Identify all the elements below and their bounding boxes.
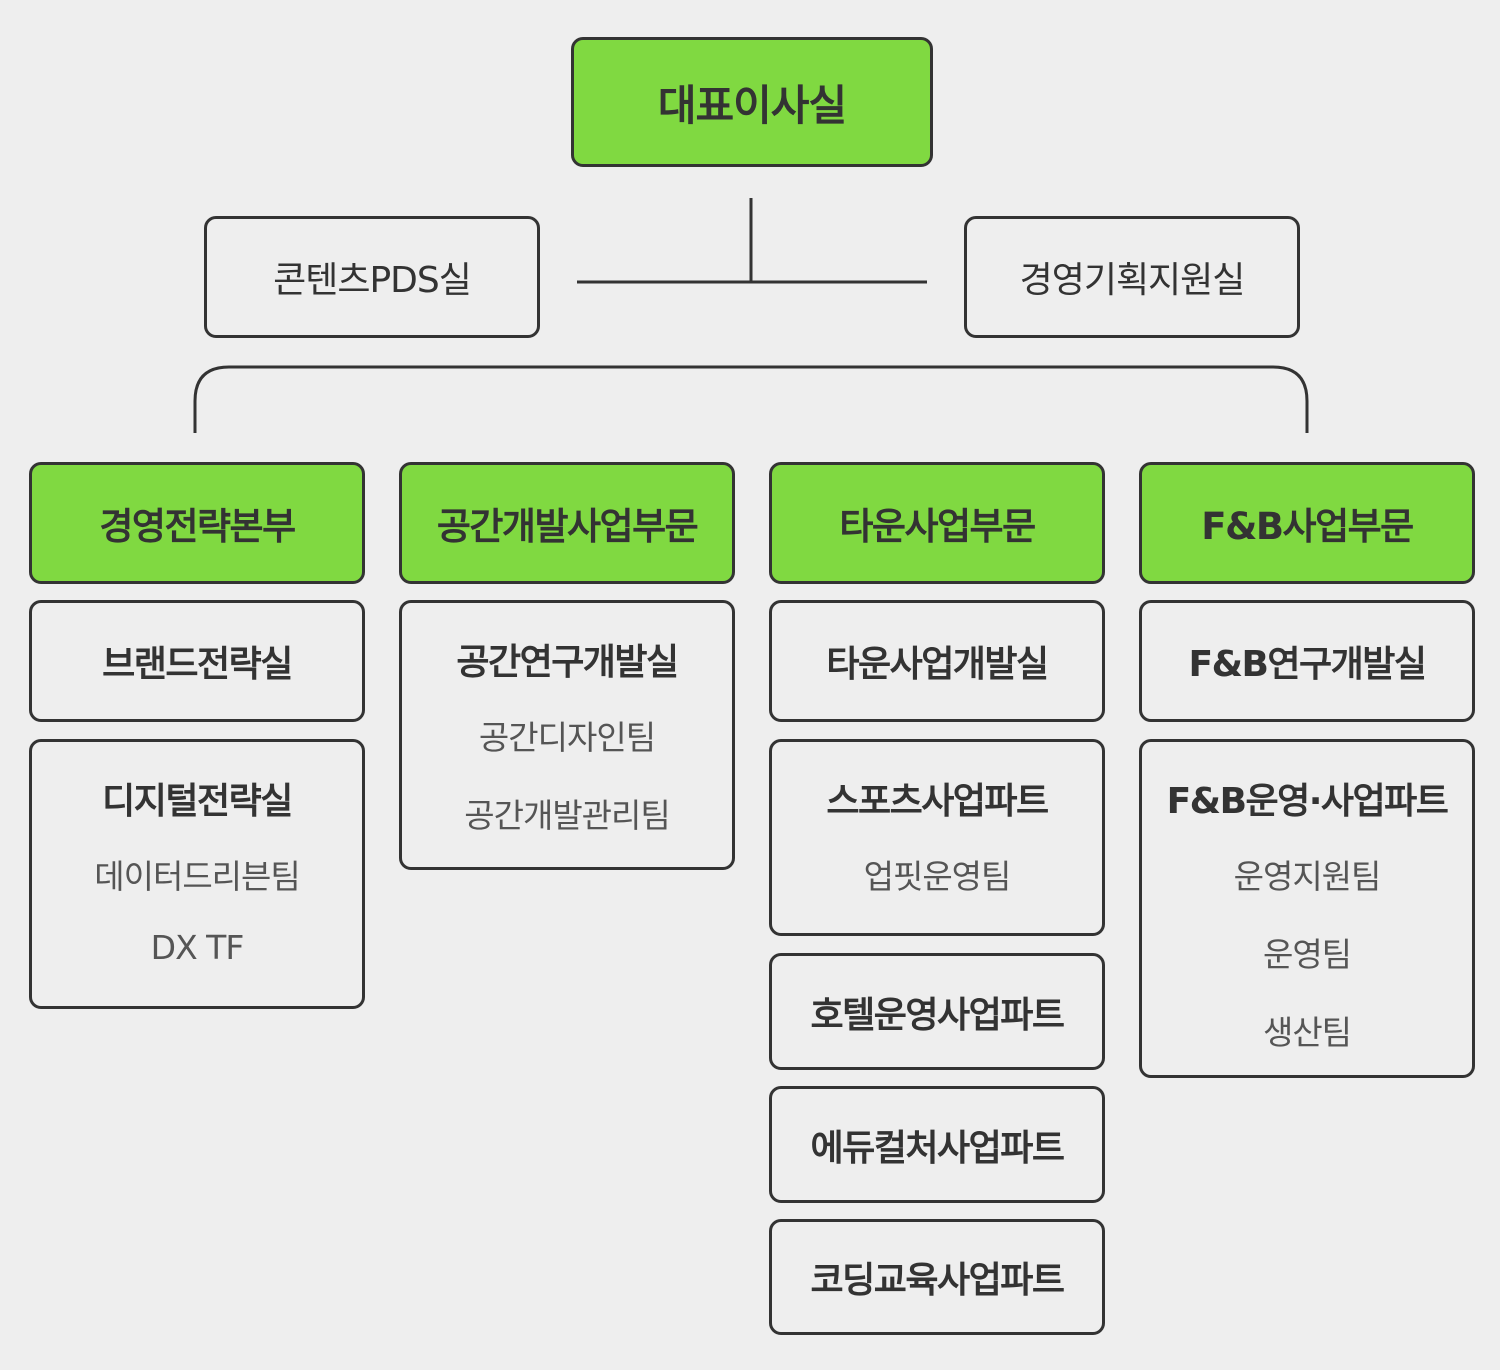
unit-box: 타운사업개발실 (769, 600, 1105, 722)
division-bracket (193, 365, 1309, 433)
team-label: 운영팀 (1262, 935, 1352, 974)
unit-box: 스포츠사업파트 업핏운영팀 (769, 739, 1105, 936)
unit-box: F&B운영·사업파트 운영지원팀 운영팀 생산팀 (1139, 739, 1475, 1078)
division-label: 공간개발사업부문 (436, 505, 699, 548)
division-header: 경영전략본부 (29, 462, 365, 584)
unit-box: 호텔운영사업파트 (769, 953, 1105, 1070)
unit-box: 에듀컬처사업파트 (769, 1086, 1105, 1203)
unit-box: F&B연구개발실 (1139, 600, 1475, 722)
unit-box: 디지털전략실 데이터드리븐팀 DX TF (29, 739, 365, 1009)
staff-left-label: 콘텐츠PDS실 (273, 260, 472, 301)
division-label: 경영전략본부 (99, 505, 296, 548)
division-header: F&B사업부문 (1139, 462, 1475, 584)
team-label: 데이터드리븐팀 (94, 857, 301, 896)
team-label: 공간개발관리팀 (464, 796, 671, 835)
team-label: 업핏운영팀 (863, 857, 1012, 896)
staff-right-box: 경영기획지원실 (964, 216, 1300, 338)
unit-label: 공간연구개발실 (456, 642, 679, 683)
division-label: 타운사업부문 (839, 505, 1036, 548)
unit-box: 코딩교육사업파트 (769, 1219, 1105, 1335)
unit-label: 디지털전략실 (102, 781, 293, 822)
unit-box: 공간연구개발실 공간디자인팀 공간개발관리팀 (399, 600, 735, 870)
unit-box: 브랜드전략실 (29, 600, 365, 722)
division-label: F&B사업부문 (1201, 505, 1414, 548)
unit-label: 코딩교육사업파트 (810, 1260, 1065, 1301)
unit-label: F&B운영·사업파트 (1166, 781, 1449, 822)
unit-label: 스포츠사업파트 (826, 781, 1049, 822)
staff-left-box: 콘텐츠PDS실 (204, 216, 540, 338)
unit-label: 브랜드전략실 (102, 644, 293, 685)
unit-label: F&B연구개발실 (1188, 644, 1427, 685)
ceo-label: 대표이사실 (657, 80, 847, 130)
team-label: 운영지원팀 (1233, 857, 1382, 896)
unit-label: 타운사업개발실 (826, 644, 1049, 685)
ceo-box: 대표이사실 (571, 37, 933, 167)
team-label: DX TF (150, 928, 245, 967)
unit-label: 에듀컬처사업파트 (810, 1127, 1065, 1169)
unit-label: 호텔운영사업파트 (810, 994, 1065, 1036)
staff-right-label: 경영기획지원실 (1019, 260, 1246, 301)
division-header: 공간개발사업부문 (399, 462, 735, 584)
division-header: 타운사업부문 (769, 462, 1105, 584)
team-label: 생산팀 (1262, 1013, 1352, 1052)
team-label: 공간디자인팀 (478, 718, 656, 757)
